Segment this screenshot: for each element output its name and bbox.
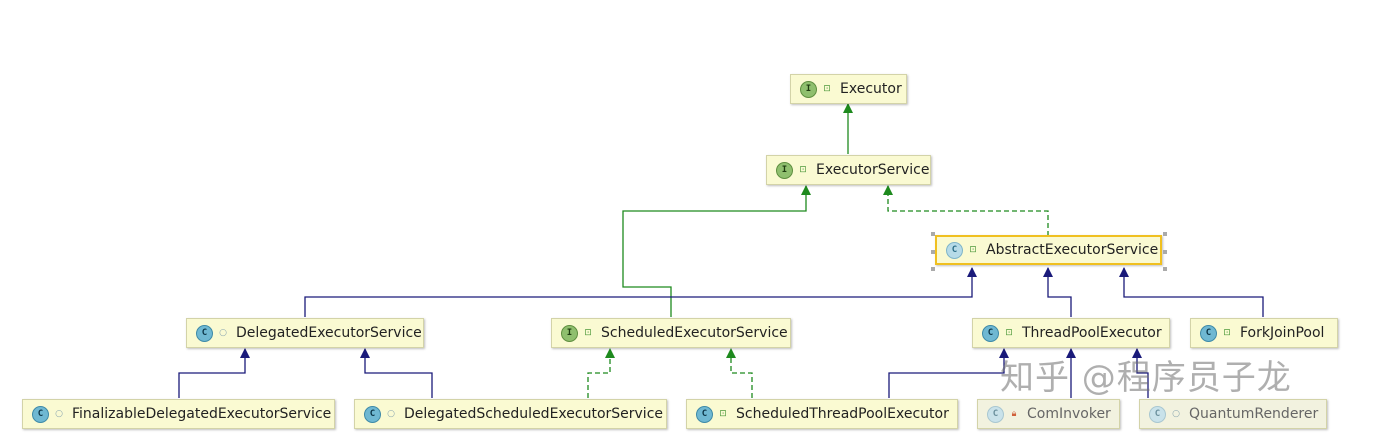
node-executor-service[interactable]: I ⊡ ExecutorService — [766, 155, 931, 185]
node-executor-label: Executor — [840, 81, 902, 97]
public-modifier-icon: ⊡ — [823, 84, 831, 94]
selection-handle[interactable] — [931, 267, 935, 271]
static-class-icon: C — [32, 405, 49, 423]
public-modifier-icon: ⊡ — [1223, 328, 1231, 338]
node-delegated-scheduled-executor-service[interactable]: C ○ DelegatedScheduledExecutorService — [354, 399, 667, 429]
node-scheduled-thread-pool-executor-label: ScheduledThreadPoolExecutor — [736, 406, 949, 422]
selection-handle[interactable] — [1163, 267, 1167, 271]
node-fork-join-pool-label: ForkJoinPool — [1240, 325, 1325, 341]
node-executor[interactable]: I ⊡ Executor — [790, 74, 907, 104]
node-delegated-executor-service[interactable]: C ○ DelegatedExecutorService — [186, 318, 424, 348]
interface-icon: I — [800, 80, 817, 98]
watermark-text: 知乎 @程序员子龙 — [1000, 358, 1292, 398]
node-thread-pool-executor-label: ThreadPoolExecutor — [1022, 325, 1162, 341]
selection-handle[interactable] — [931, 250, 935, 254]
public-modifier-icon: ⊡ — [799, 165, 807, 175]
edge-forkjoinpool-abstractexecutorservice — [1119, 267, 1264, 317]
package-modifier-icon: ○ — [1172, 409, 1180, 419]
node-scheduled-executor-service[interactable]: I ⊡ ScheduledExecutorService — [551, 318, 791, 348]
node-com-invoker[interactable]: C 🔒︎ ComInvoker — [977, 399, 1120, 429]
node-quantum-renderer[interactable]: C ○ QuantumRenderer — [1139, 399, 1327, 429]
static-class-icon: C — [364, 405, 381, 423]
edge-delegatedexecutorservice-abstractexecutorservice — [304, 267, 977, 317]
interface-icon: I — [561, 324, 578, 342]
node-scheduled-thread-pool-executor[interactable]: C ⊡ ScheduledThreadPoolExecutor — [686, 399, 958, 429]
edge-scheduledthreadpool-scheduledexecutorservice — [726, 348, 753, 398]
node-delegated-executor-service-label: DelegatedExecutorService — [236, 325, 422, 341]
edge-delegatedscheduled-scheduledexecutorservice — [587, 348, 615, 398]
node-abstract-executor-service-label: AbstractExecutorService — [986, 242, 1159, 258]
public-modifier-icon: ⊡ — [1005, 328, 1013, 338]
selection-handle[interactable] — [1163, 250, 1167, 254]
selection-handle[interactable] — [931, 232, 935, 236]
selection-handle[interactable] — [1163, 232, 1167, 236]
node-executor-service-label: ExecutorService — [816, 162, 930, 178]
node-scheduled-executor-service-label: ScheduledExecutorService — [601, 325, 788, 341]
abstract-class-icon: C — [946, 241, 963, 259]
edge-quantumrenderer-threadpoolexecutor — [1132, 348, 1149, 398]
edge-abstractexecutorservice-executorservice — [883, 185, 1049, 236]
node-fork-join-pool[interactable]: C ⊡ ForkJoinPool — [1190, 318, 1338, 348]
edge-finalizable-delegatedexecutorservice — [178, 348, 250, 398]
static-class-icon: C — [196, 324, 213, 342]
node-delegated-scheduled-label: DelegatedScheduledExecutorService — [404, 406, 664, 422]
public-modifier-icon: ⊡ — [719, 409, 727, 419]
static-class-icon: C — [987, 405, 1004, 423]
node-com-invoker-label: ComInvoker — [1027, 406, 1111, 422]
private-lock-icon: 🔒︎ — [1011, 409, 1017, 419]
node-finalizable-delegated-executor-service[interactable]: C ○ FinalizableDelegatedExecutorService — [22, 399, 335, 429]
package-modifier-icon: ○ — [55, 409, 63, 419]
node-thread-pool-executor[interactable]: C ⊡ ThreadPoolExecutor — [972, 318, 1170, 348]
class-icon: C — [1200, 324, 1217, 342]
package-modifier-icon: ○ — [219, 328, 227, 338]
edge-threadpoolexecutor-abstractexecutorservice — [1043, 267, 1072, 317]
package-modifier-icon: ○ — [387, 409, 395, 419]
edge-scheduledexecutorservice-executorservice — [622, 185, 811, 317]
node-quantum-renderer-label: QuantumRenderer — [1189, 406, 1319, 422]
node-abstract-executor-service[interactable]: C ⊡ AbstractExecutorService — [935, 235, 1162, 265]
edge-delegatedscheduled-delegatedexecutorservice — [360, 348, 433, 398]
class-icon: C — [1149, 405, 1166, 423]
node-finalizable-label: FinalizableDelegatedExecutorService — [72, 406, 332, 422]
interface-icon: I — [776, 161, 793, 179]
class-icon: C — [696, 405, 713, 423]
class-icon: C — [982, 324, 999, 342]
public-modifier-icon: ⊡ — [584, 328, 592, 338]
edge-scheduledthreadpool-threadpoolexecutor — [888, 348, 1009, 398]
public-modifier-icon: ⊡ — [969, 245, 977, 255]
